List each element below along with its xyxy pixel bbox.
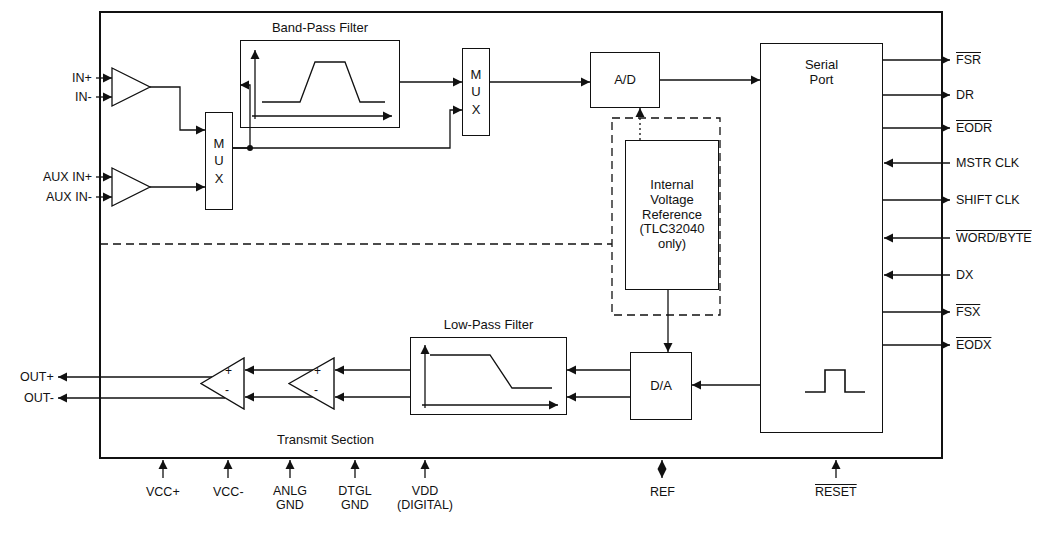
polarity-mark: + — [314, 365, 321, 379]
amplifier-outline — [200, 357, 245, 410]
pin-label: FSR — [956, 53, 981, 67]
filter-box: Low-Pass Filter — [410, 337, 567, 415]
signal-wire — [400, 81, 462, 82]
signal-wire — [567, 396, 630, 397]
filter-box: Band-Pass Filter — [240, 40, 400, 128]
reference-box: Internal Voltage Reference (TLC32040 onl… — [625, 140, 719, 290]
signal-wire — [233, 85, 250, 148]
signal-wire — [245, 369, 313, 370]
signal-wire — [335, 396, 410, 397]
block-label: Serial Port — [794, 58, 850, 88]
block-label: D/A — [646, 379, 676, 394]
pin-label: VDD (DIGITAL) — [390, 484, 460, 513]
converter-box: A/D — [590, 52, 660, 108]
serial-pins — [883, 60, 950, 345]
pin-label: VCC- — [213, 485, 244, 499]
amplifier-symbol: +- — [200, 357, 245, 410]
polarity-mark: + — [225, 365, 232, 379]
pin-label: AUX IN+ — [43, 170, 92, 184]
mux-box: M U X — [462, 48, 490, 136]
signal-wire — [245, 396, 313, 397]
output-pins — [58, 377, 225, 398]
converter-box: D/A — [630, 352, 692, 420]
input-amplifier — [112, 68, 150, 106]
signal-wire — [667, 290, 668, 352]
block-heading: Band-Pass Filter — [241, 21, 399, 36]
pin-label: AUX IN- — [46, 190, 92, 204]
supply-pins — [163, 460, 836, 478]
pin-label: MSTR CLK — [956, 156, 1019, 170]
chip-outline — [100, 12, 942, 458]
pin-label: IN- — [75, 90, 92, 104]
polarity-mark: - — [314, 384, 318, 398]
mux-box: M U X — [205, 112, 233, 210]
signal-wire — [660, 79, 760, 80]
pulse-symbol — [805, 370, 865, 392]
pin-label: SHIFT CLK — [956, 193, 1020, 207]
block-label: M U X — [470, 66, 483, 119]
ref-pin — [661, 460, 662, 478]
reference-bus — [100, 243, 612, 244]
input-pins — [96, 78, 205, 197]
low-pass-icon — [422, 345, 558, 408]
signal-wire — [692, 384, 760, 385]
pin-label: DTGL GND — [331, 484, 379, 513]
reference-region — [612, 118, 720, 315]
pin-label: DR — [956, 88, 974, 102]
pin-label: OUT- — [24, 391, 54, 405]
signal-wire — [567, 369, 630, 370]
amplifier-outline — [288, 357, 335, 410]
signal-wire — [335, 369, 410, 370]
pin-label: OUT+ — [20, 370, 54, 384]
section-label: Transmit Section — [277, 433, 374, 448]
pin-label: DX — [956, 268, 973, 282]
pin-label: FSX — [956, 305, 980, 319]
pin-label: EODR — [956, 121, 992, 135]
amplifier-symbol: +- — [288, 357, 335, 410]
block-label: Internal Voltage Reference (TLC32040 onl… — [626, 178, 718, 253]
pin-label: WORD/BYTE — [956, 231, 1032, 245]
pin-label: RESET — [815, 485, 857, 499]
block-heading: Low-Pass Filter — [411, 318, 566, 333]
serial-port-box: Serial Port — [760, 43, 883, 433]
band-pass-icon — [252, 50, 392, 119]
pin-label: EODX — [956, 338, 991, 352]
pin-label: VCC+ — [146, 485, 180, 499]
polarity-mark: - — [225, 384, 229, 398]
pin-label: IN+ — [72, 71, 92, 85]
reference-link — [639, 108, 640, 140]
signal-wire — [490, 81, 590, 82]
signal-wire — [233, 110, 462, 148]
pin-label: REF — [650, 485, 675, 499]
input-amplifier — [112, 168, 150, 206]
block-label: A/D — [610, 73, 640, 88]
pin-label: ANLG GND — [266, 484, 314, 513]
block-label: M U X — [213, 135, 226, 188]
